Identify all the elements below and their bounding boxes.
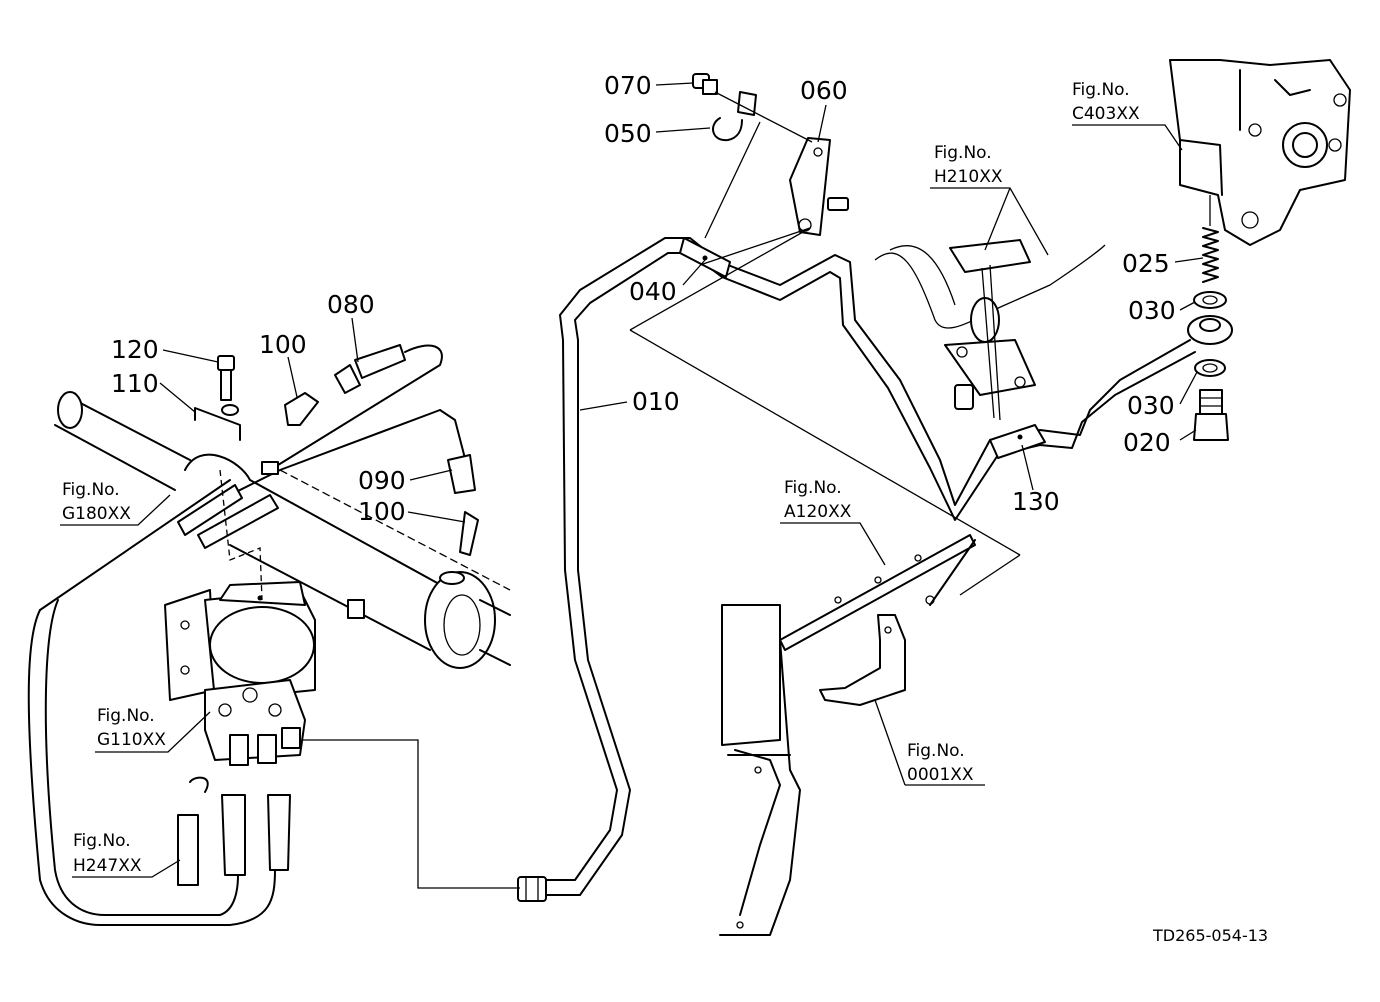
drawing-code: TD265-054-13: [1152, 926, 1268, 945]
figref-g180-code: G180XX: [62, 504, 131, 524]
hose-pair-left: [177, 461, 279, 549]
fitting-080: [269, 344, 443, 471]
figref-c403-code: C403XX: [1072, 104, 1140, 124]
callout-050: 050: [604, 119, 652, 148]
callout-100-lower: 100: [358, 497, 406, 526]
figref-h210-label: Fig.No.: [934, 143, 992, 163]
callout-120: 120: [111, 335, 159, 364]
figref-g110-code: G110XX: [97, 730, 166, 750]
spring-025: [1202, 227, 1219, 283]
callout-040: 040: [629, 277, 677, 306]
figref-a120-label: Fig.No.: [784, 478, 842, 498]
callout-100-upper: 100: [259, 330, 307, 359]
figref-h210-code: H210XX: [934, 167, 1003, 187]
callout-130: 130: [1012, 487, 1060, 516]
leader-lines: [60, 82, 1204, 878]
callout-090: 090: [358, 466, 406, 495]
figref-h247-label: Fig.No.: [73, 831, 131, 851]
figref-h247-code: H247XX: [73, 856, 142, 876]
figref-g180-label: Fig.No.: [62, 480, 120, 500]
figref-a120-code: A120XX: [784, 502, 852, 522]
steering-valve: [164, 581, 316, 766]
callout-labels: 010 020 025 030 030 040 050 060 070 080 …: [111, 71, 1176, 526]
bracket-110: [194, 404, 241, 441]
banjo-fitting: [1187, 315, 1233, 345]
bracket-0001: [819, 614, 906, 706]
steering-cylinder: [54, 391, 511, 669]
callout-070: 070: [604, 71, 652, 100]
callout-030-upper: 030: [1128, 296, 1176, 325]
hose-fittings: [27, 479, 291, 926]
callout-030-lower: 030: [1127, 391, 1175, 420]
callout-110: 110: [111, 369, 159, 398]
elbow-100-upper: [284, 392, 319, 426]
leader-nut-coupler: [300, 739, 520, 889]
figref-c403-label: Fig.No.: [1072, 80, 1130, 100]
washer-030-upper: [1193, 291, 1227, 309]
figure-references: Fig.No. C403XX Fig.No. H210XX Fig.No. A1…: [62, 80, 1140, 876]
leader-a120-frame: [629, 329, 1021, 556]
dashed-assembly-line: [219, 469, 263, 601]
valve-body: [1169, 59, 1351, 246]
h210-assembly: [874, 239, 1106, 421]
callout-025: 025: [1122, 249, 1170, 278]
bolt-070: [692, 73, 718, 95]
callout-020: 020: [1123, 428, 1171, 457]
elbow-100-lower: [439, 511, 479, 585]
callout-060: 060: [800, 76, 848, 105]
figref-0001-label: Fig.No.: [907, 741, 965, 761]
bracket-060: [789, 137, 849, 236]
bolt-120: [217, 355, 235, 401]
clamp-050: [712, 91, 757, 142]
washer-030-lower: [1194, 359, 1226, 377]
clamp-040: [679, 237, 731, 278]
banjo-bolt-020: [1193, 389, 1229, 441]
callout-080: 080: [327, 290, 375, 319]
figref-g110-label: Fig.No.: [97, 706, 155, 726]
clamp-130: [989, 424, 1046, 459]
figref-0001-code: 0001XX: [907, 765, 974, 785]
pipe-nut: [517, 876, 547, 902]
frame-a120: [719, 534, 976, 936]
callout-010: 010: [632, 387, 680, 416]
pipe-010: [531, 237, 1196, 896]
